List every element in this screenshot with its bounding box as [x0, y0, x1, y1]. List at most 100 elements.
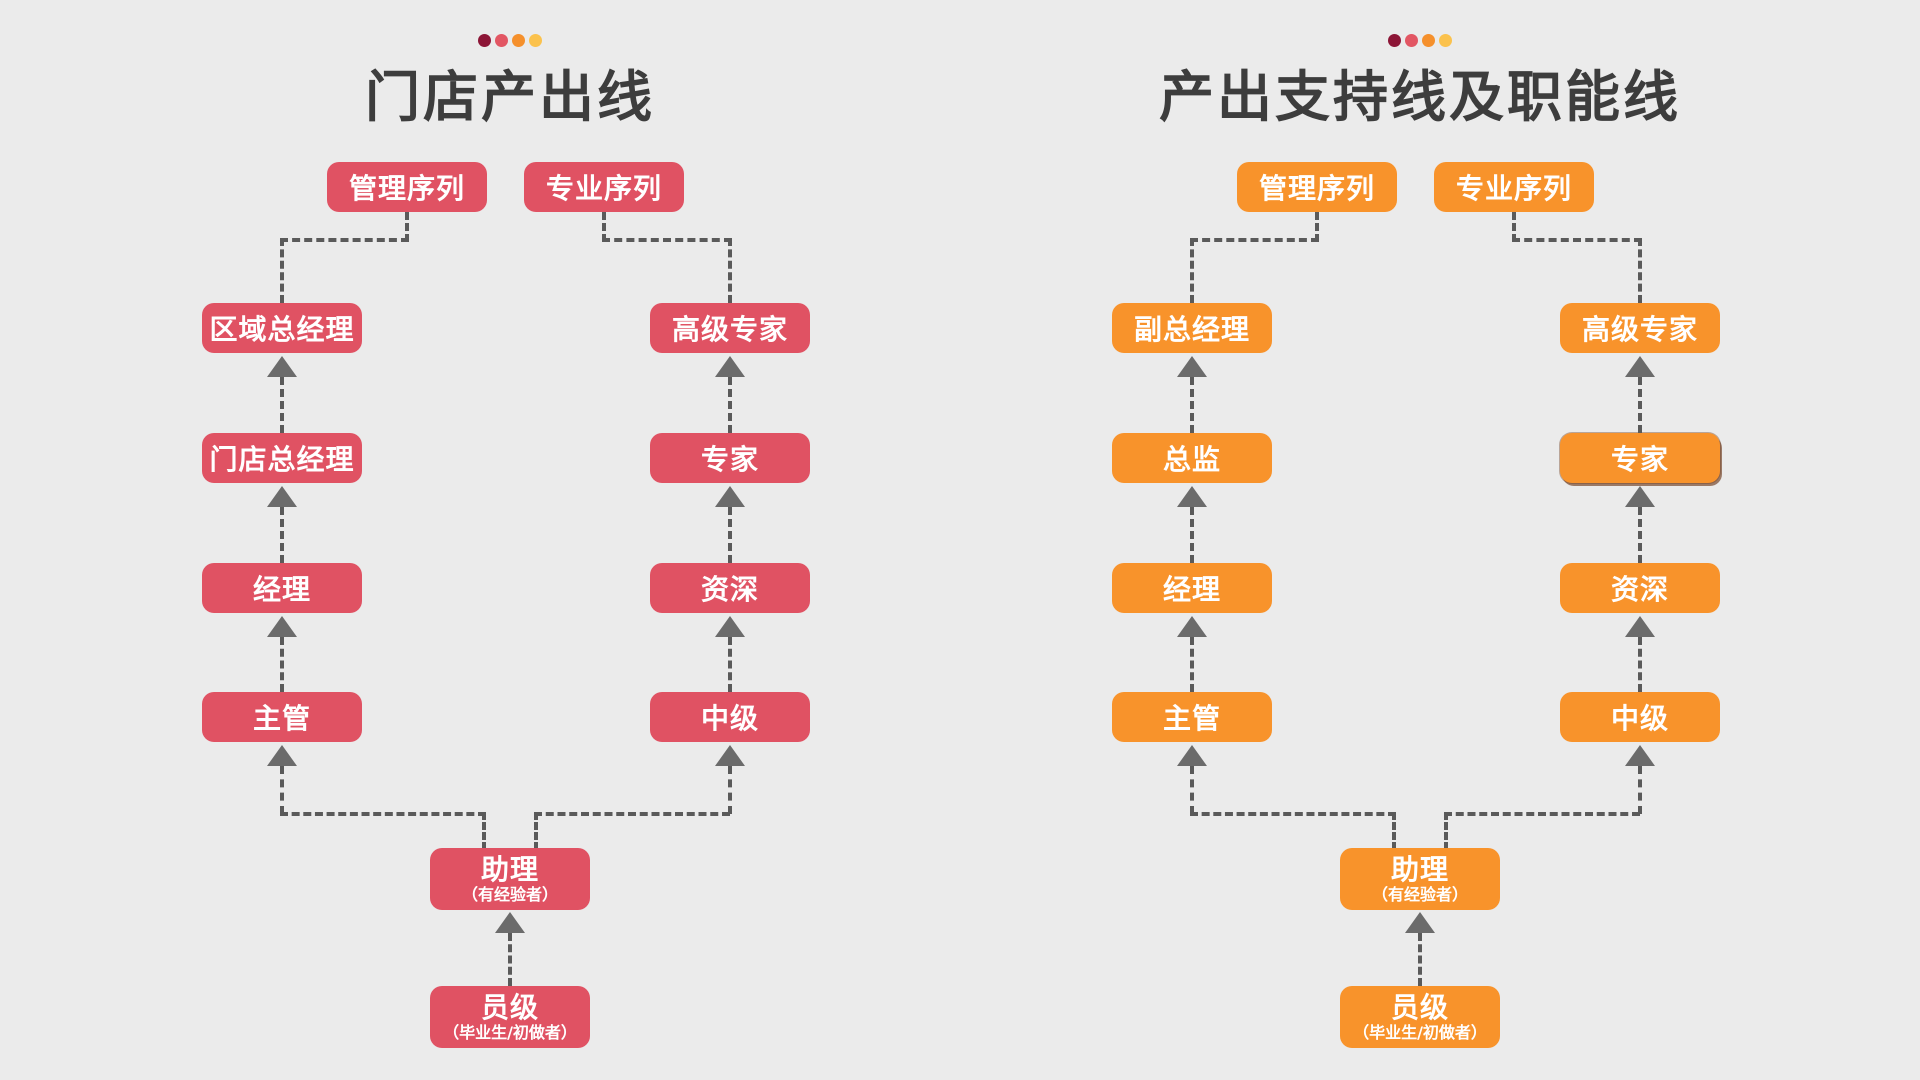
arrowhead-up: [1177, 616, 1207, 637]
arrowhead-up: [1177, 356, 1207, 377]
connector-mgmt-header-stub: [405, 212, 409, 242]
connector-mgmt-header-horizontal: [1190, 238, 1319, 242]
dot-rose: [495, 34, 508, 47]
entry-label: 员级: [1390, 991, 1449, 1025]
dot-maroon: [478, 34, 491, 47]
promotion-arrow-line: [280, 507, 284, 563]
connector-mgmt-header-stub: [1315, 212, 1319, 242]
seq-header-professional: 专业序列: [1434, 162, 1594, 212]
promotion-arrow-line: [280, 637, 284, 692]
node-expert: 专家: [650, 433, 810, 483]
promotion-arrow-line: [728, 507, 732, 563]
node-director: 总监: [1112, 433, 1272, 483]
dot-orange: [1422, 34, 1435, 47]
assistant-label: 助理: [480, 853, 539, 887]
promotion-arrow-line: [728, 377, 732, 433]
assistant-to-mgmt-line: [1190, 766, 1194, 814]
node-intermediate: 中级: [1560, 692, 1720, 742]
decoration-dots: [478, 34, 542, 47]
assistant-to-prof-line: [1638, 766, 1642, 814]
node-entry-level: 员级 （毕业生/初做者）: [1340, 986, 1500, 1048]
node-senior-expert: 高级专家: [1560, 303, 1720, 353]
seq-header-management: 管理序列: [1237, 162, 1397, 212]
assistant-label: 助理: [1390, 853, 1449, 887]
assistant-to-prof-horizontal: [1444, 812, 1640, 816]
assistant-to-prof-horizontal: [534, 812, 730, 816]
assistant-left-stub: [1392, 812, 1396, 850]
promotion-arrow-line: [1638, 637, 1642, 692]
promotion-arrow-line: [1190, 507, 1194, 563]
connector-prof-header-stub: [602, 212, 606, 242]
arrowhead-up: [267, 616, 297, 637]
node-supervisor: 主管: [1112, 692, 1272, 742]
arrowhead-up: [1625, 616, 1655, 637]
assistant-note: （有经验者）: [1371, 884, 1468, 904]
promotion-arrow-line: [1190, 377, 1194, 433]
dot-maroon: [1388, 34, 1401, 47]
node-regional-gm: 区域总经理: [202, 303, 362, 353]
assistant-to-mgmt-line: [280, 766, 284, 814]
arrowhead-up: [1625, 486, 1655, 507]
promotion-arrow-line: [1638, 507, 1642, 563]
promotion-arrow-line: [1638, 377, 1642, 433]
arrowhead-up: [1177, 745, 1207, 766]
node-senior: 资深: [1560, 563, 1720, 613]
dot-amber: [529, 34, 542, 47]
promotion-arrow-line: [728, 637, 732, 692]
panel-title: 产出支持线及职能线: [1158, 65, 1681, 129]
arrowhead-up: [1177, 486, 1207, 507]
seq-header-management: 管理序列: [327, 162, 487, 212]
dot-orange: [512, 34, 525, 47]
node-assistant: 助理 （有经验者）: [430, 848, 590, 910]
dot-rose: [1405, 34, 1418, 47]
arrowhead-up: [715, 745, 745, 766]
panel-title: 门店产出线: [364, 65, 655, 129]
dot-amber: [1439, 34, 1452, 47]
arrowhead-up: [495, 912, 525, 933]
arrowhead-up: [267, 356, 297, 377]
entry-note: （毕业生/初做者）: [443, 1022, 577, 1042]
seq-header-professional: 专业序列: [524, 162, 684, 212]
assistant-to-mgmt-horizontal: [280, 812, 486, 816]
arrowhead-up: [267, 486, 297, 507]
connector-prof-header-drop: [1638, 238, 1642, 303]
assistant-to-mgmt-horizontal: [1190, 812, 1396, 816]
connector-mgmt-header-horizontal: [280, 238, 409, 242]
assistant-right-stub: [1444, 812, 1448, 850]
entry-to-assistant-line: [508, 933, 512, 986]
connector-prof-header-drop: [728, 238, 732, 303]
entry-to-assistant-line: [1418, 933, 1422, 986]
arrowhead-up: [715, 356, 745, 377]
diagram-support-function-line: 产出支持线及职能线 管理序列 专业序列 副总经理 总监 经理 主管 高级专家 专…: [950, 0, 1890, 1080]
node-entry-level: 员级 （毕业生/初做者）: [430, 986, 590, 1048]
promotion-arrow-line: [280, 377, 284, 433]
promotion-arrow-line: [1190, 637, 1194, 692]
assistant-right-stub: [534, 812, 538, 850]
assistant-note: （有经验者）: [461, 884, 558, 904]
arrowhead-up: [715, 486, 745, 507]
node-manager: 经理: [1112, 563, 1272, 613]
node-deputy-gm: 副总经理: [1112, 303, 1272, 353]
node-senior-expert: 高级专家: [650, 303, 810, 353]
assistant-to-prof-line: [728, 766, 732, 814]
node-senior: 资深: [650, 563, 810, 613]
decoration-dots: [1388, 34, 1452, 47]
connector-prof-header-stub: [1512, 212, 1516, 242]
arrowhead-up: [1625, 356, 1655, 377]
arrowhead-up: [1405, 912, 1435, 933]
connector-prof-header-horizontal: [602, 238, 732, 242]
arrowhead-up: [1625, 745, 1655, 766]
node-supervisor: 主管: [202, 692, 362, 742]
diagram-store-output-line: 门店产出线 管理序列 专业序列 区域总经理 门店总经理 经理 主管 高级专家 专…: [40, 0, 980, 1080]
node-intermediate: 中级: [650, 692, 810, 742]
connector-prof-header-horizontal: [1512, 238, 1642, 242]
node-expert: 专家: [1560, 433, 1720, 483]
connector-mgmt-header-drop: [1190, 238, 1194, 303]
entry-note: （毕业生/初做者）: [1353, 1022, 1487, 1042]
node-store-gm: 门店总经理: [202, 433, 362, 483]
arrowhead-up: [715, 616, 745, 637]
assistant-left-stub: [482, 812, 486, 850]
arrowhead-up: [267, 745, 297, 766]
entry-label: 员级: [480, 991, 539, 1025]
